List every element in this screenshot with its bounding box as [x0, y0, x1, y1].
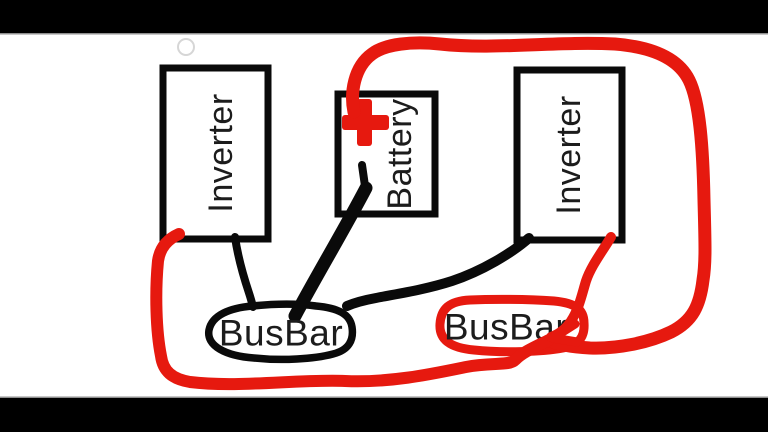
wire-red-battery-positive-loop: [346, 36, 712, 355]
wire-red-arrowhead: [548, 319, 582, 347]
wire-black-battery-to-busbar-left: [288, 181, 373, 323]
letterbox-top: [0, 0, 768, 33]
inverter-right-label: Inverter: [550, 95, 588, 214]
letterbox-bottom: [0, 398, 768, 432]
battery-label: Battery: [381, 98, 419, 209]
busbar-left-shape: [205, 300, 357, 364]
letterbox-top-edge: [0, 33, 768, 35]
busbar-left-label: BusBar: [219, 313, 343, 354]
battery-positive-terminal-icon: [342, 99, 389, 146]
wire-red-inverter-left-to-busbar-right: [150, 228, 555, 391]
inverter-left-label: Inverter: [202, 93, 240, 212]
inverter-right-box: [513, 66, 626, 244]
faint-circle-marker: [177, 38, 195, 56]
letterbox-bottom-edge: [0, 396, 768, 399]
wire-black-inverter-right-to-busbar-left: [342, 233, 534, 311]
wire-black-inverter-left-to-busbar-left: [231, 233, 257, 311]
inverter-left-box: [159, 64, 272, 243]
